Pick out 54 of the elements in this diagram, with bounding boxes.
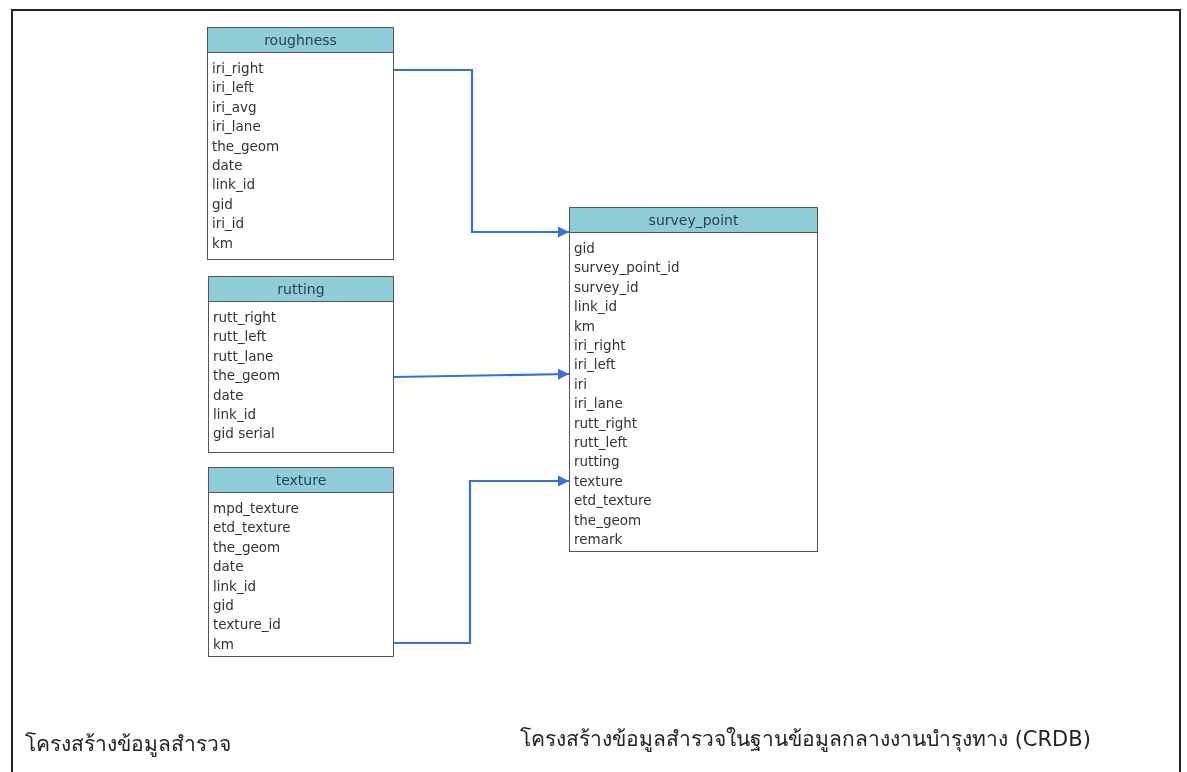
field-name: gid [211,194,234,214]
field-name: gid [573,239,596,258]
field-name: iri_lane [573,394,624,414]
table-header: roughness [208,28,393,53]
field-name: date [211,156,244,176]
field-name: link_id [211,175,256,195]
field-name: texture [573,471,624,491]
caption-text: โครงสร้างข้อมูลสำรวจ [25,731,231,759]
field-name: rutt_right [212,308,278,327]
field-name: iri_left [211,78,255,98]
field-name: link_id [212,576,257,596]
field-name: the_geom [212,366,282,386]
field-name: rutting [573,452,621,472]
field-name: iri_right [211,59,265,78]
field-name: survey_id [573,277,640,297]
field-name: iri_lane [211,117,262,137]
field-name: remark [573,530,624,550]
field-name: iri_right [573,336,627,356]
field-name: etd_texture [573,491,653,511]
field-name: survey_point_id [573,258,681,278]
field-name: date [212,557,245,577]
field-name: rutt_lane [212,346,275,366]
field-name: rutt_left [212,327,268,347]
table-box [208,467,394,657]
arrow [394,68,569,238]
table-box [207,27,394,260]
table-box [569,207,818,552]
field-name: rutt_left [573,433,629,453]
field-name: km [211,233,234,253]
field-name: gid [212,596,235,616]
field-name: gid serial [212,424,276,444]
field-name: km [573,316,596,336]
table-header: rutting [209,277,393,302]
table-header: texture [209,468,393,493]
table-box [208,276,394,453]
field-name: link_id [212,405,257,425]
table-header: survey_point [570,208,817,233]
field-name: link_id [573,297,618,317]
field-name: the_geom [211,136,281,156]
field-name: mpd_texture [212,499,300,518]
field-name: the_geom [212,537,282,557]
field-name: km [212,634,235,654]
caption-text: โครงสร้างข้อมูลสำรวจในฐานข้อมูลกลางงานบำรุงทาง (CRDB) [520,726,1091,754]
field-name: iri_id [211,214,246,234]
field-name: rutt_right [573,413,639,433]
arrow [394,475,569,645]
arrow [394,368,569,380]
field-name: iri_avg [211,97,258,117]
field-name: iri [573,374,589,394]
field-name: date [212,385,245,405]
field-name: etd_texture [212,518,292,538]
field-name: texture_id [212,615,282,635]
field-name: the_geom [573,510,643,530]
field-name: iri_left [573,355,617,375]
